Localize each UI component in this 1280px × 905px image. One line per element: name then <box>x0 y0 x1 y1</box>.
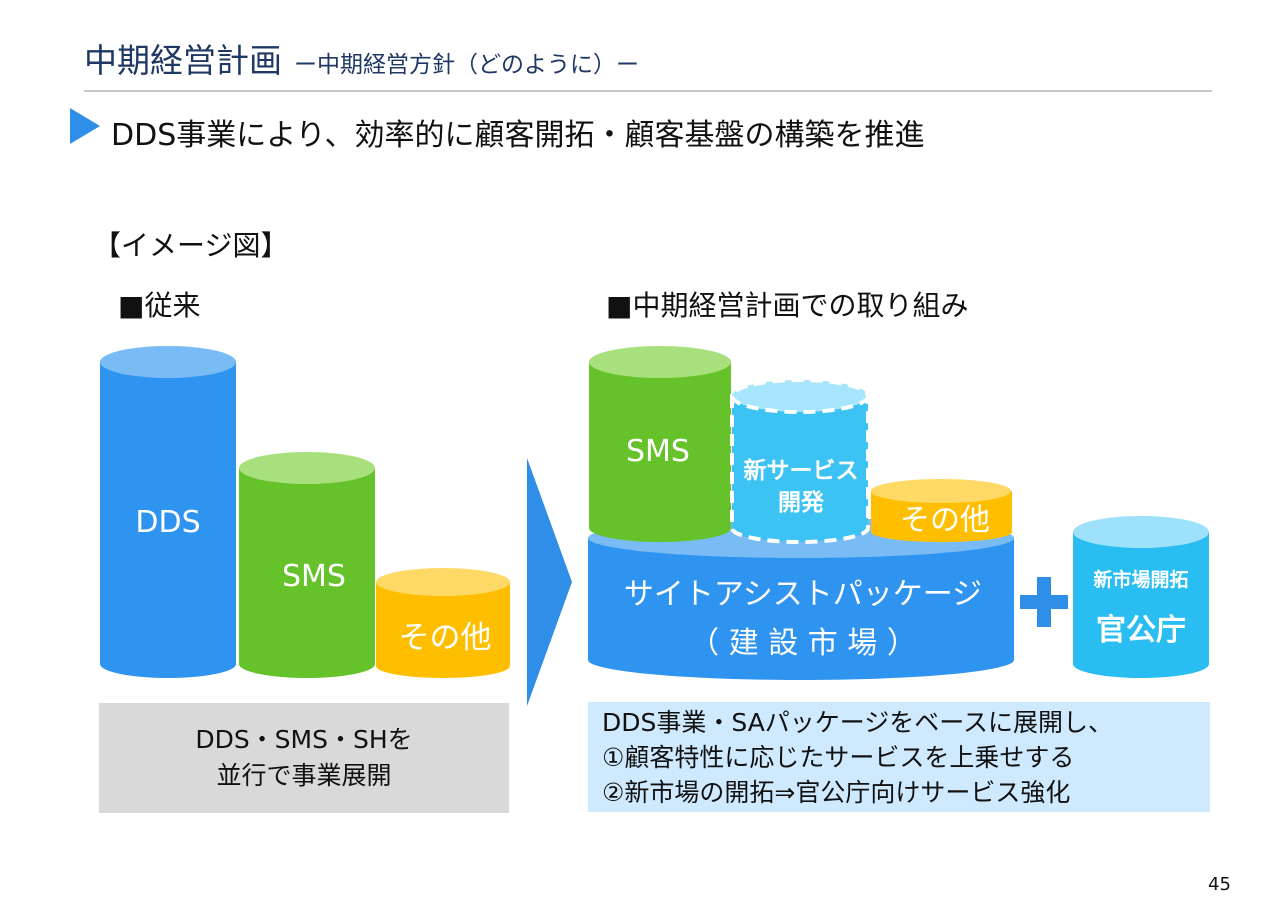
cylinder-dds-label: DDS <box>135 505 200 540</box>
page-number: 45 <box>1208 874 1231 895</box>
cylinder-other-right: その他 <box>871 479 1012 543</box>
cylinder-new-service-label-line1: 新サービス <box>744 457 859 484</box>
title-main: 中期経営計画 <box>84 41 282 80</box>
cylinder-sms-right-label: SMS <box>626 434 690 469</box>
left-heading: ■従来 <box>118 289 201 322</box>
cylinder-other-left: その他 <box>376 568 510 678</box>
cylinder-sms-right: SMS <box>589 346 731 542</box>
cylinder-base: サイトアシストパッケージ （ 建 設 市 場 ） <box>588 518 1014 680</box>
cylinder-sms-left: SMS <box>239 452 375 678</box>
title-subtitle: ー中期経営方針（どのように）ー <box>294 52 639 78</box>
cylinder-base-label-line1: サイトアシストパッケージ <box>624 577 982 612</box>
cylinder-new-service-label-line2: 開発 <box>778 490 825 516</box>
cylinder-sms-left-label: SMS <box>282 559 346 594</box>
right-heading: ■中期経営計画での取り組み <box>606 289 969 322</box>
cylinder-new-market-title: 新市場開拓 <box>1093 568 1188 591</box>
left-caption-line1: DDS・SMS・SHを <box>195 725 413 754</box>
left-caption-box: DDS・SMS・SHを 並行で事業展開 <box>99 703 509 813</box>
cylinder-base-label-line2: （ 建 設 市 場 ） <box>689 626 917 661</box>
right-caption-line3: ②新市場の開拓⇒官公庁向けサービス強化 <box>602 777 1071 807</box>
headline: DDS事業により、効率的に顧客開拓・顧客基盤の構築を推進 <box>111 118 925 153</box>
plus-icon <box>1020 577 1068 627</box>
image-label: 【イメージ図】 <box>93 229 289 262</box>
page-title: 中期経営計画ー中期経営方針（どのように）ー <box>84 34 639 82</box>
right-caption-box: DDS事業・SAパッケージをベースに展開し、 ①顧客特性に応じたサービスを上乗せ… <box>588 702 1210 812</box>
cylinder-other-right-label: その他 <box>900 503 990 538</box>
right-caption-line2: ①顧客特性に応じたサービスを上乗せする <box>602 742 1075 772</box>
left-caption-line2: 並行で事業展開 <box>216 761 392 790</box>
triangle-right-icon <box>70 108 100 144</box>
cylinder-new-service: 新サービス 開発 <box>730 378 870 544</box>
right-caption-line1: DDS事業・SAパッケージをベースに展開し、 <box>602 707 1114 737</box>
cylinder-new-market: 新市場開拓 官公庁 <box>1073 516 1209 678</box>
cylinder-new-market-label: 官公庁 <box>1096 613 1186 648</box>
cylinder-dds: DDS <box>100 346 236 678</box>
cylinder-other-left-label: その他 <box>399 620 492 656</box>
title-divider <box>84 90 1212 92</box>
chevron-arrow-icon <box>527 458 572 706</box>
